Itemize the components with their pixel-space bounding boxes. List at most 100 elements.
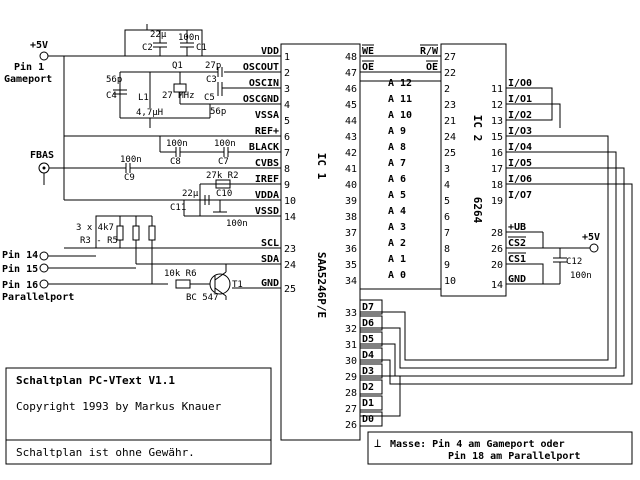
r2-label: 27k R2 — [206, 171, 239, 181]
q1-freq: 27 MHz — [162, 91, 195, 101]
ic1-pin-28-name: D2 — [362, 382, 374, 393]
c5-value: 56p — [210, 107, 226, 117]
ic1-pin-1-number: 1 — [284, 52, 290, 63]
ic1-pin-48-number: 48 — [345, 52, 357, 63]
ic1-pin-38-number: 38 — [345, 212, 357, 223]
c4-name: C4 — [106, 91, 117, 101]
ic1-pin-24-number: 24 — [284, 260, 296, 271]
ic1-pin-7-number: 7 — [284, 148, 290, 159]
r-value: 3 x 4k7 — [76, 223, 114, 233]
c7-value: 100n — [214, 139, 236, 149]
ic2-pin-22-number: 22 — [444, 68, 456, 79]
ic1-pin-3-name: OSCIN — [249, 78, 279, 89]
ground-symbol: ⊥ — [374, 436, 381, 450]
ic2-pin-13-number: 13 — [491, 116, 503, 127]
ic2-pin-23-number: 23 — [444, 100, 456, 111]
ic1-pin-39-number: 39 — [345, 196, 357, 207]
address-bus — [359, 55, 442, 290]
c12-name: C12 — [566, 257, 582, 267]
c7-name: C7 — [218, 157, 229, 167]
c1-value: 100n — [178, 33, 200, 43]
c9-value: 100n — [120, 155, 142, 165]
title-text: Schaltplan PC-VText V1.1 — [16, 374, 175, 387]
ic2-pin-15-name: I/O3 — [508, 126, 532, 137]
ic1-pin-44-number: 44 — [345, 116, 357, 127]
ic2-pin-27-name: R/W — [420, 46, 439, 57]
ic1-pin-9-number: 9 — [284, 180, 290, 191]
ic1-pin-34-number: 34 — [345, 276, 357, 287]
ic1-pin-34-name: A 0 — [388, 270, 406, 281]
ic1-pin-27-name: D1 — [362, 398, 374, 409]
c8-value: 100n — [166, 139, 188, 149]
c2-value: 22µ — [150, 30, 167, 40]
ic1-pin-41-number: 41 — [345, 164, 357, 175]
ic1-pin-37-name: A 3 — [388, 222, 406, 233]
c4-value: 56p — [106, 75, 122, 85]
ic1-pin-39-name: A 5 — [388, 190, 406, 201]
c11-value: 22µ — [182, 189, 199, 199]
note-box: ⊥ Masse: Pin 4 am Gameport oder Pin 18 a… — [367, 431, 633, 465]
ic2-pin-6-number: 6 — [444, 212, 450, 223]
ic1-pin-37-number: 37 — [345, 228, 357, 239]
fbas-label: FBAS — [30, 150, 54, 161]
ic1-pin-38-name: A 4 — [388, 206, 406, 217]
ic1-pin-4-number: 4 — [284, 100, 290, 111]
ic1-pin-10-number: 10 — [284, 196, 296, 207]
ic2-pin-22-name: OE — [426, 62, 438, 73]
ic1-pin-8-number: 8 — [284, 164, 290, 175]
ic2-label: IC 2 — [471, 115, 484, 142]
ic1-pin-42-number: 42 — [345, 148, 357, 159]
ic2-pin-8-number: 8 — [444, 244, 450, 255]
ic2-pin-16-name: I/O4 — [508, 142, 532, 153]
ic2-pin-13-name: I/O2 — [508, 110, 532, 121]
ic2-pin-20-name: CS1 — [508, 254, 526, 265]
c2-name: C2 — [142, 43, 153, 53]
ic1-pin-42-name: A 8 — [388, 142, 406, 153]
note-line-2: Pin 18 am Parallelport — [448, 450, 580, 462]
ic1-pin-48-name: WE — [362, 46, 374, 57]
ic2-pin-11-number: 11 — [491, 84, 503, 95]
plus5v-right-label: +5V — [582, 232, 600, 243]
ic1-pin-24-name: SDA — [261, 254, 279, 265]
c11-name: C11 — [170, 203, 186, 213]
ic1-pin-47-number: 47 — [345, 68, 357, 79]
ic2-pin-12-name: I/O1 — [508, 94, 532, 105]
ic2-pin-26-name: CS2 — [508, 238, 526, 249]
c5-name: C5 — [204, 93, 215, 103]
ic1-pin-10-name: VDDA — [255, 190, 279, 201]
ic2-pin-18-name: I/O6 — [508, 174, 532, 185]
ic1-pin-40-name: A 6 — [388, 174, 406, 185]
ic1-pin-32-name: D6 — [362, 318, 374, 329]
plus5v-left-label: +5V — [30, 40, 48, 51]
ic2-pin-21-number: 21 — [444, 116, 456, 127]
ic2-pin-14-number: 14 — [491, 280, 503, 291]
pin15-terminal — [39, 263, 49, 273]
ic2-pin-14-name: GND — [508, 274, 526, 285]
disclaimer-text: Schaltplan ist ohne Gewähr. — [16, 446, 195, 459]
c10-name: C10 — [216, 189, 232, 199]
ic1-pin-43-name: A 9 — [388, 126, 406, 137]
ic1-pin-9-name: IREF — [255, 174, 279, 185]
ic2-body — [440, 43, 507, 297]
ic1-pin-6-name: REF+ — [255, 126, 279, 137]
ic1-pin-46-name: A 12 — [388, 78, 412, 89]
ic1-pin-25-name: GND — [261, 278, 279, 289]
ic1-pin-47-name: OE — [362, 62, 374, 73]
ic1-pin-30-number: 30 — [345, 356, 357, 367]
ic1-pin-35-name: A 1 — [388, 254, 406, 265]
ic1-pin-40-number: 40 — [345, 180, 357, 191]
r-names: R3 - R5 — [80, 236, 118, 246]
ic1-pin-23-name: SCL — [261, 238, 279, 249]
ic1-pin-2-name: OSCOUT — [243, 62, 279, 73]
ic1-pin-31-number: 31 — [345, 340, 357, 351]
ic1-pin-26-name: D0 — [362, 414, 374, 425]
l1-name: L1 — [138, 93, 149, 103]
ic1-part: SAA5246P/E — [315, 252, 328, 318]
q1-name: Q1 — [172, 61, 183, 71]
ic2-pin-28-number: 28 — [491, 228, 503, 239]
c3-value: 27p — [205, 61, 221, 71]
